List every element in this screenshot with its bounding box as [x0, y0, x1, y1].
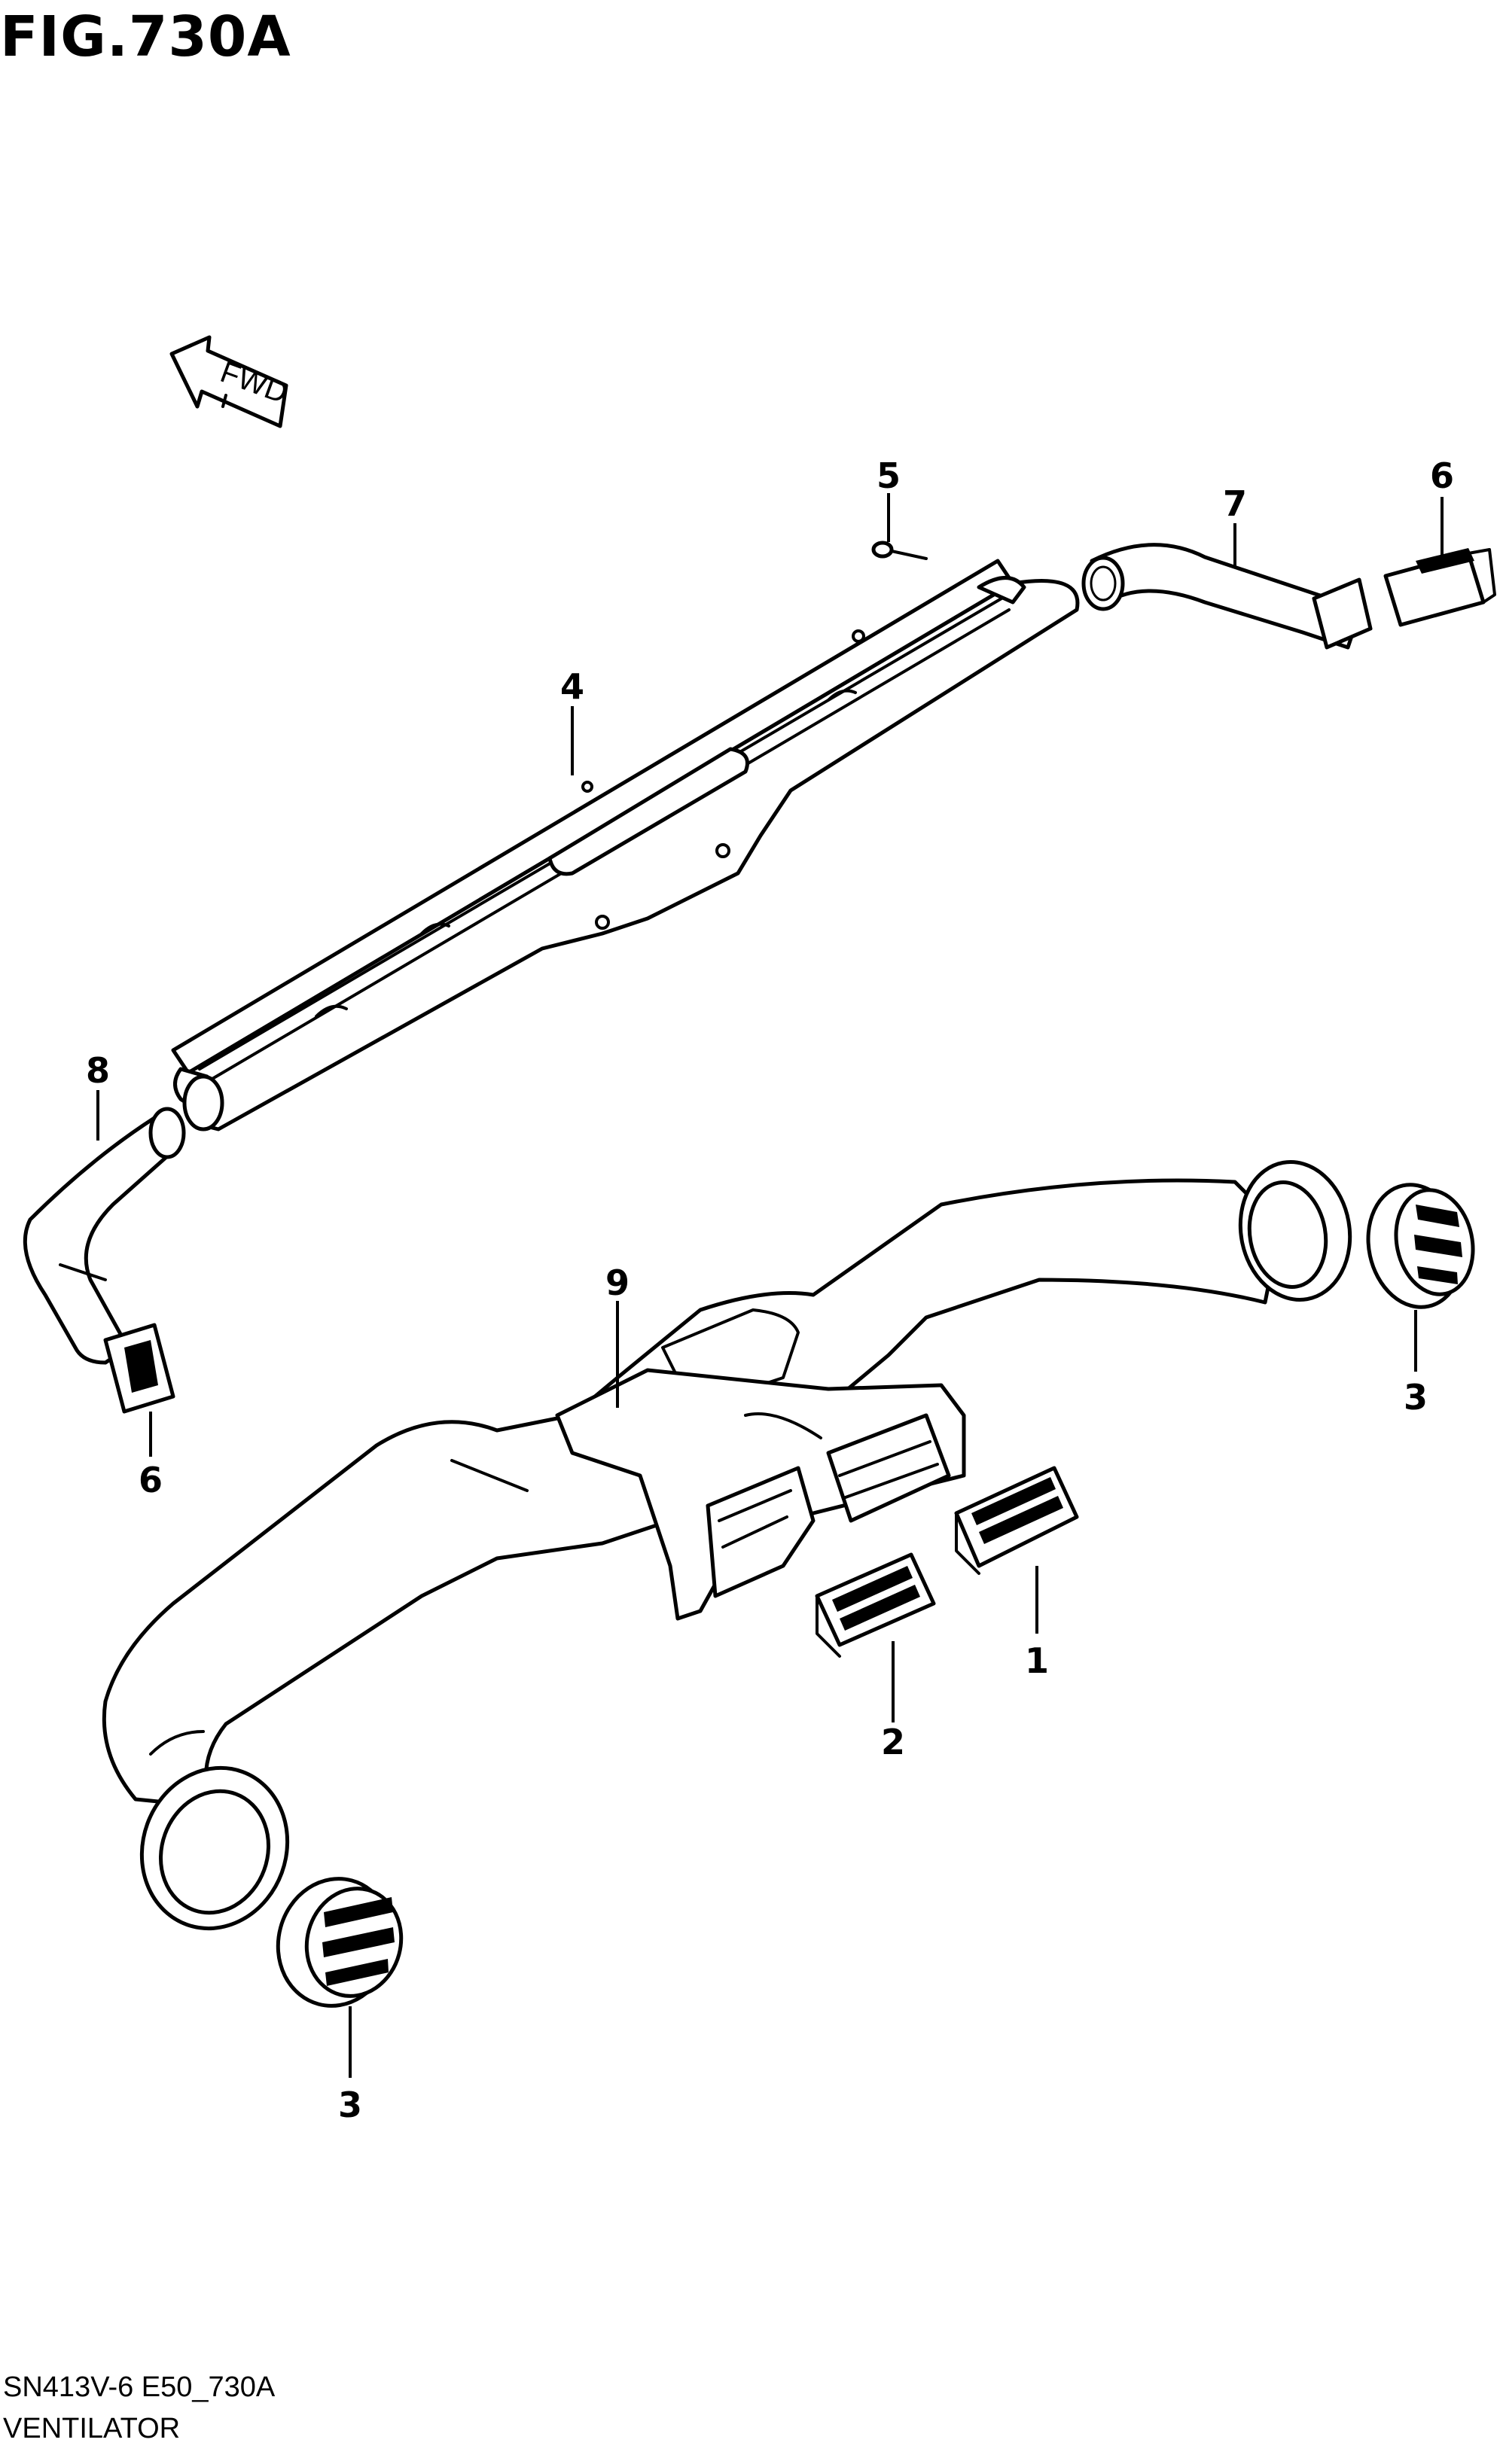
callout-6-lower: 6 [139, 1460, 163, 1500]
defroster-duct [171, 559, 1080, 1131]
figure-title: FIG.730A [0, 5, 291, 69]
callout-5: 5 [877, 455, 901, 496]
callout-4: 4 [560, 666, 584, 707]
center-louver-left [815, 1552, 936, 1658]
side-vent-upper [1383, 548, 1496, 627]
side-duct-right [1081, 543, 1373, 650]
callout-6-upper: 6 [1430, 455, 1454, 496]
callout-1: 1 [1025, 1640, 1049, 1681]
diagram-code: SN413V-6 E50_730A [3, 2371, 276, 2403]
callout-3-left: 3 [338, 2085, 362, 2125]
callout-3-right: 3 [1404, 1377, 1428, 1418]
callout-leaders [96, 493, 1444, 2078]
duct-outlet-left [139, 1765, 290, 1931]
side-vent-lower [103, 1323, 175, 1414]
side-duct-left [23, 1074, 224, 1365]
diagram-name: VENTILATOR [3, 2413, 181, 2444]
round-louver-right [1366, 1183, 1475, 1309]
callout-9: 9 [605, 1262, 630, 1303]
fwd-arrow: FWD [169, 335, 292, 428]
callout-7: 7 [1223, 483, 1247, 524]
clip [871, 541, 928, 560]
round-louver-left [276, 1877, 404, 2008]
callout-8: 8 [86, 1050, 110, 1091]
main-duct [102, 1178, 1282, 1809]
duct-outlet-right [1238, 1160, 1352, 1302]
center-louver-right [954, 1466, 1079, 1575]
callout-2: 2 [881, 1722, 905, 1762]
